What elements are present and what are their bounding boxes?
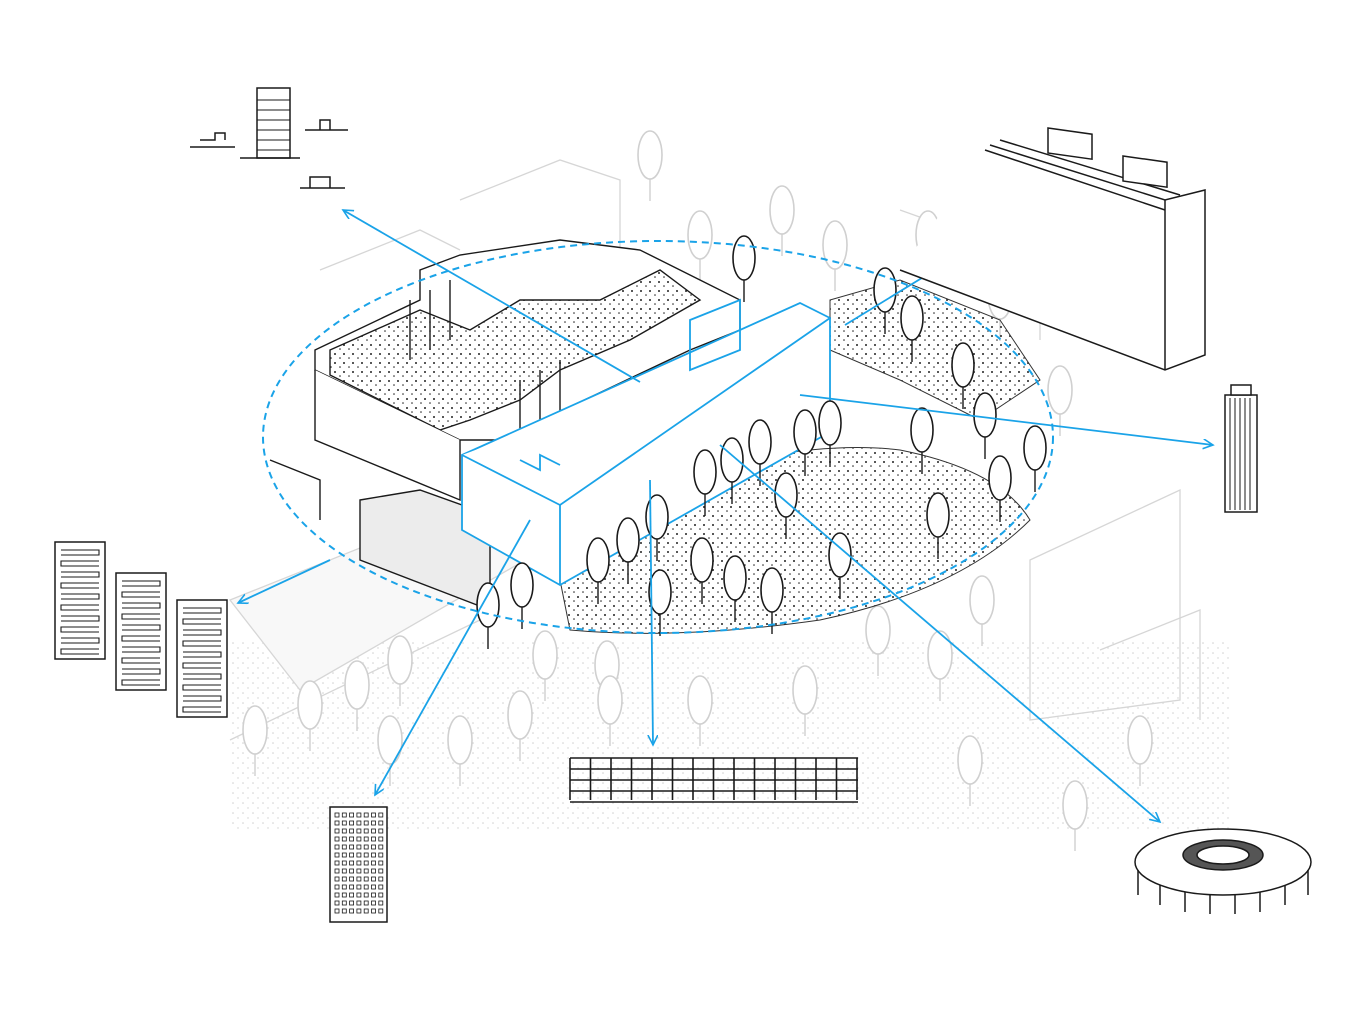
tree xyxy=(748,419,772,486)
tree xyxy=(597,675,623,746)
tree xyxy=(693,449,717,516)
tree xyxy=(927,630,953,701)
trees xyxy=(476,235,1047,649)
tree xyxy=(510,562,534,629)
tree xyxy=(969,575,995,646)
tower-icon xyxy=(1224,384,1258,513)
tree xyxy=(792,665,818,736)
tree xyxy=(1062,780,1088,851)
tree xyxy=(769,185,795,256)
tree xyxy=(616,517,640,584)
arrow-facade xyxy=(650,479,653,745)
arrow-stadium xyxy=(719,444,1160,822)
tree xyxy=(637,130,663,201)
tree xyxy=(973,392,997,459)
tree xyxy=(926,492,950,559)
tree xyxy=(760,567,784,634)
tree xyxy=(648,569,672,636)
tree xyxy=(344,660,370,731)
tree xyxy=(957,735,983,806)
tree xyxy=(822,220,848,291)
tree xyxy=(1047,365,1073,436)
tree xyxy=(447,715,473,786)
arrow-skyline xyxy=(343,210,641,383)
tree xyxy=(900,295,924,362)
grid-facade-icon xyxy=(569,757,858,803)
arrow-tower xyxy=(799,394,1213,445)
tree xyxy=(507,690,533,761)
tree xyxy=(732,235,756,302)
tree xyxy=(645,494,669,561)
highrise-icon xyxy=(329,806,388,923)
tree xyxy=(297,680,323,751)
slab-building-icon xyxy=(899,127,1206,371)
arrow-panels xyxy=(238,559,331,603)
tree xyxy=(793,409,817,476)
tree xyxy=(988,455,1012,522)
tree xyxy=(865,605,891,676)
arrow-highrise xyxy=(375,519,531,795)
tree xyxy=(720,437,744,504)
park-area xyxy=(829,279,1041,421)
tree xyxy=(1127,715,1153,786)
tree xyxy=(687,210,713,281)
panel-buildings-icon xyxy=(54,541,228,718)
tree xyxy=(951,342,975,409)
stadium-icon xyxy=(1134,828,1312,914)
tree xyxy=(532,630,558,701)
tree xyxy=(1023,425,1047,492)
tree xyxy=(687,675,713,746)
tree xyxy=(586,537,610,604)
tree xyxy=(377,715,403,786)
tree xyxy=(818,400,842,467)
existing-building xyxy=(269,239,741,612)
tree xyxy=(387,635,413,706)
tree xyxy=(910,407,934,474)
tree xyxy=(690,537,714,604)
tree xyxy=(723,555,747,622)
tree xyxy=(242,705,268,776)
skyline-icon xyxy=(190,87,348,189)
focus-ellipse xyxy=(262,240,1054,634)
